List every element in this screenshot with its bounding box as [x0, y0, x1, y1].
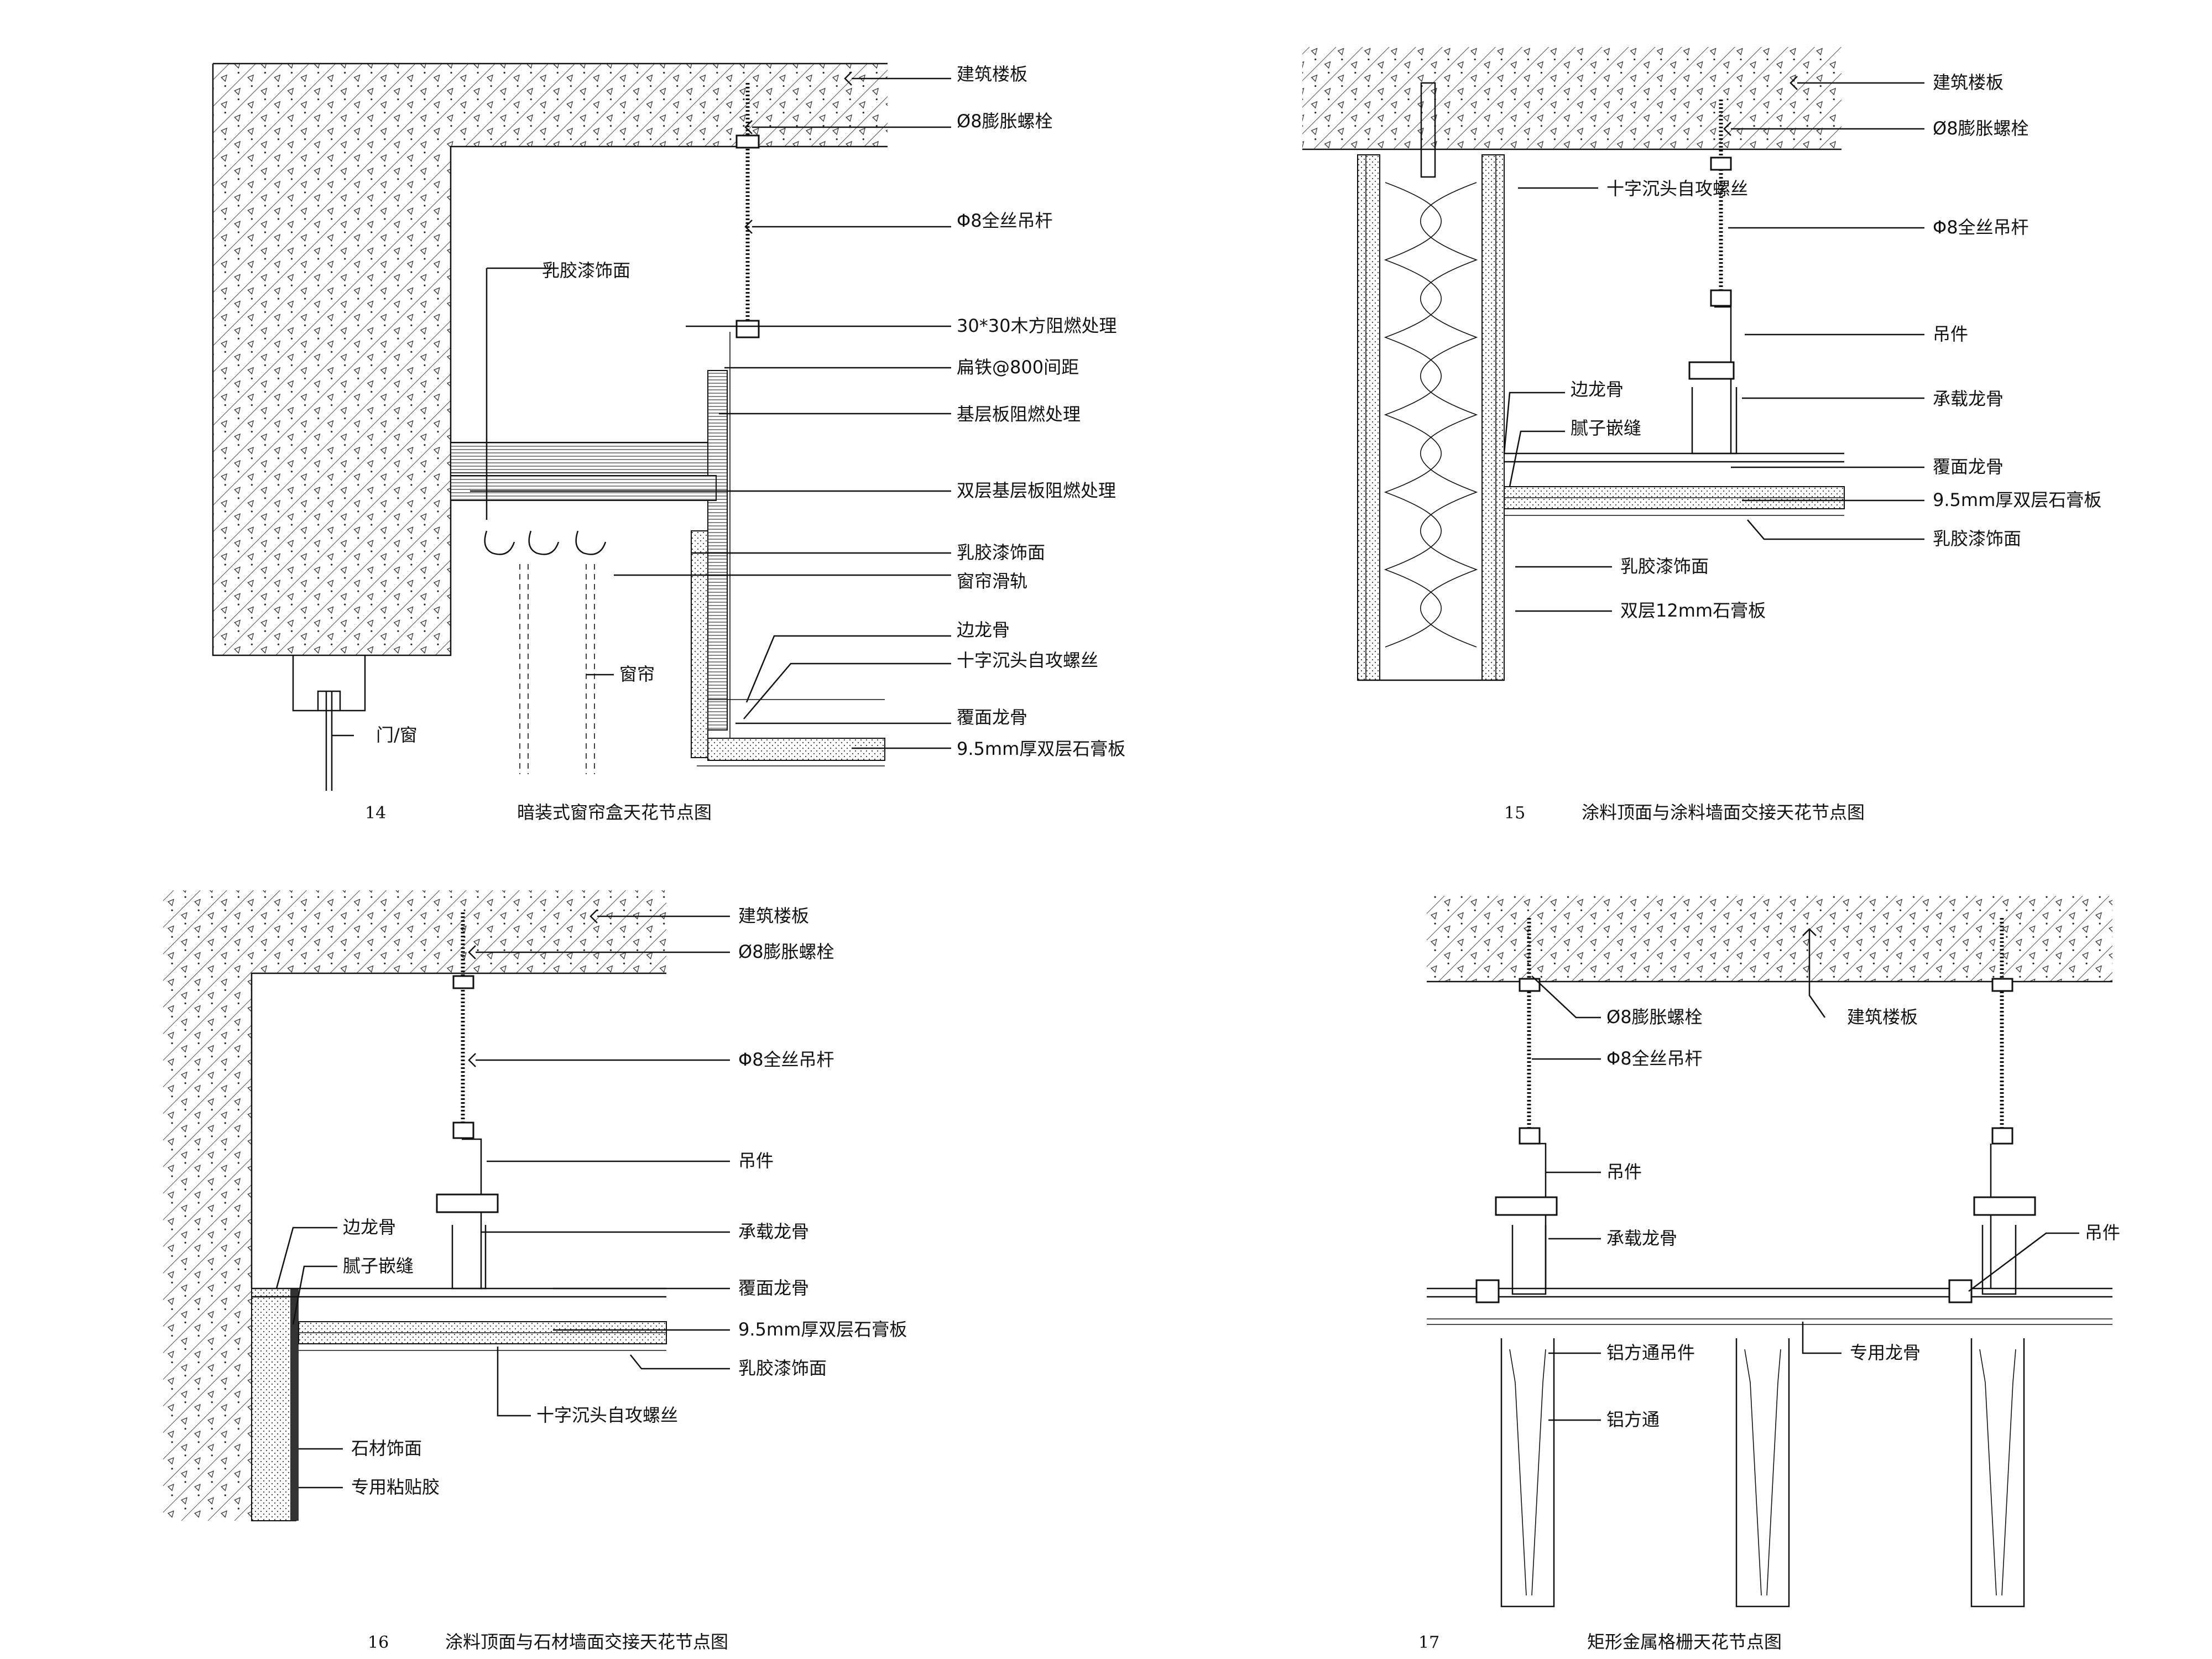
detail-14: 建筑楼板 Ø8膨胀螺栓 Φ8全丝吊杆 乳胶漆饰面 30*30木方阻燃处理 扁铁@… [212, 62, 1125, 823]
label: 专用粘贴胶 [351, 1477, 440, 1498]
label: 建筑楼板 [738, 905, 809, 926]
label: 铝方通 [1606, 1409, 1660, 1430]
label: Ø8膨胀螺栓 [1933, 118, 2029, 139]
detail-title: 涂料顶面与涂料墙面交接天花节点图 [1582, 802, 1865, 823]
detail-title: 暗装式窗帘盒天花节点图 [517, 802, 712, 823]
label: 基层板阻燃处理 [957, 404, 1081, 425]
label: 承载龙骨 [1606, 1228, 1677, 1249]
detail-number: 17 [1418, 1633, 1439, 1652]
label: 腻子嵌缝 [343, 1255, 414, 1276]
label: 双层基层板阻燃处理 [957, 480, 1116, 501]
detail-title: 涂料顶面与石材墙面交接天花节点图 [445, 1631, 728, 1652]
label: Ø8膨胀螺栓 [957, 111, 1053, 132]
label: 腻子嵌缝 [1571, 418, 1641, 439]
label: 铝方通吊件 [1606, 1342, 1695, 1363]
label: 吊件 [1933, 324, 1968, 345]
label: 乳胶漆饰面 [738, 1358, 827, 1379]
label: 乳胶漆饰面 [957, 542, 1045, 563]
detail-title: 矩形金属格栅天花节点图 [1587, 1631, 1782, 1652]
label: 覆面龙骨 [738, 1277, 809, 1298]
label: 吊件 [2085, 1222, 2120, 1243]
label: 覆面龙骨 [1933, 456, 2004, 477]
label: 承载龙骨 [1933, 388, 2004, 409]
label: Ø8膨胀螺栓 [1606, 1006, 1703, 1027]
detail-17: Ø8膨胀螺栓 建筑楼板 Φ8全丝吊杆 吊件 承载龙骨 吊件 铝方通吊件 专用龙骨… [1418, 896, 2120, 1652]
label: 9.5mm厚双层石膏板 [738, 1319, 907, 1340]
label: 覆面龙骨 [957, 707, 1027, 728]
label: 扁铁@800间距 [957, 357, 1079, 378]
label: 边龙骨 [957, 619, 1010, 640]
label: 门/窗 [376, 724, 418, 745]
label: 边龙骨 [343, 1217, 396, 1238]
label: Φ8全丝吊杆 [1606, 1048, 1703, 1069]
label: 承载龙骨 [738, 1221, 809, 1242]
label: 十字沉头自攻螺丝 [1606, 178, 1748, 199]
detail-number: 14 [365, 804, 386, 823]
hanger-right [1973, 918, 2036, 1295]
detail-number: 15 [1504, 804, 1525, 823]
label: 9.5mm厚双层石膏板 [1933, 489, 2101, 510]
label: 建筑楼板 [1847, 1006, 1918, 1027]
label: 乳胶漆饰面 [1620, 556, 1709, 577]
label: 乳胶漆饰面 [542, 260, 630, 281]
label: 吊件 [738, 1150, 774, 1171]
label: 石材饰面 [351, 1438, 422, 1459]
label: Ø8膨胀螺栓 [738, 941, 834, 962]
label: 乳胶漆饰面 [1933, 528, 2021, 549]
hanger-left [1495, 918, 1558, 1295]
label: 十字沉头自攻螺丝 [957, 650, 1098, 671]
label: 窗帘 [619, 664, 655, 685]
label: Φ8全丝吊杆 [957, 210, 1053, 231]
label: 双层12mm石膏板 [1620, 600, 1766, 621]
label: 吊件 [1606, 1161, 1642, 1182]
detail-15: 建筑楼板 Ø8膨胀螺栓 十字沉头自攻螺丝 Φ8全丝吊杆 吊件 边龙骨 腻子嵌缝 … [1302, 47, 2101, 823]
label: 边龙骨 [1571, 379, 1624, 400]
label: 建筑楼板 [957, 64, 1027, 85]
label: 建筑楼板 [1933, 72, 2004, 93]
label: 9.5mm厚双层石膏板 [957, 738, 1125, 759]
label: 专用龙骨 [1850, 1342, 1921, 1363]
label: 十字沉头自攻螺丝 [536, 1405, 678, 1426]
label: 窗帘滑轨 [957, 571, 1027, 592]
label: 30*30木方阻燃处理 [957, 315, 1117, 336]
label: Φ8全丝吊杆 [1933, 217, 2029, 238]
label: Φ8全丝吊杆 [738, 1049, 834, 1070]
detail-16: 建筑楼板 Ø8膨胀螺栓 Φ8全丝吊杆 吊件 边龙骨 腻子嵌缝 承载龙骨 覆面龙骨… [163, 890, 907, 1652]
detail-number: 16 [368, 1633, 389, 1652]
aluminium-tubes [1500, 1338, 2025, 1608]
